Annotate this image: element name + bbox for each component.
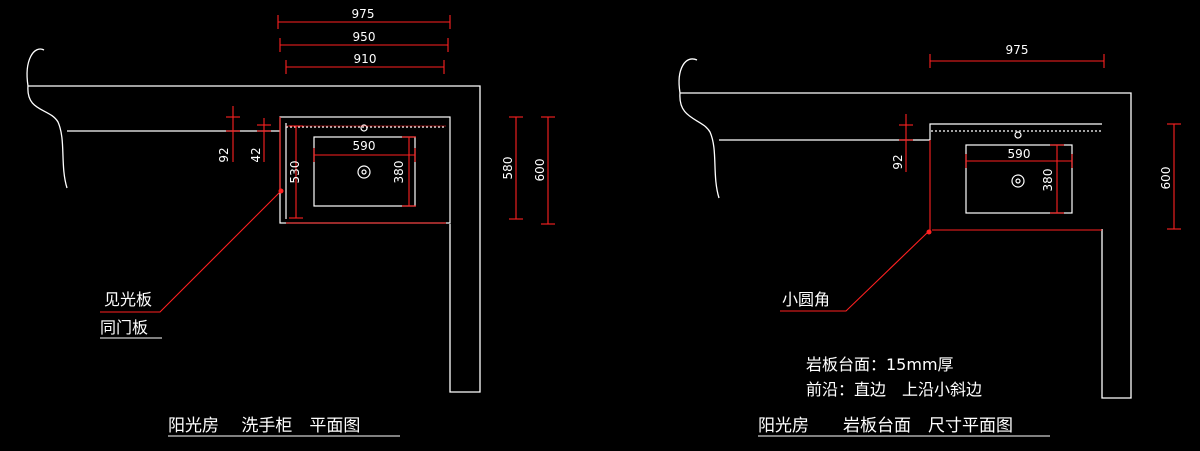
right-spec-line2: 前沿：直边 上沿小斜边 — [806, 380, 982, 399]
right-title: 阳光房 岩板台面 尺寸平面图 — [758, 416, 1013, 436]
right-dim-380: 380 — [1041, 169, 1055, 192]
right-dim-92: 92 — [891, 154, 905, 169]
left-wall-outline — [26, 48, 481, 393]
right-dim-600: 600 — [1159, 167, 1173, 190]
left-dim-590: 590 — [353, 139, 376, 153]
right-wall-outline — [678, 58, 1132, 399]
left-dim-910: 910 — [354, 52, 377, 66]
right-spec-line1: 岩板台面：15mm厚 — [806, 355, 954, 374]
left-basin — [313, 136, 416, 207]
left-note-line1: 见光板 — [104, 290, 152, 309]
left-title: 阳光房 洗手柜 平面图 — [168, 416, 360, 436]
right-plan: 975 92 590 380 600 小圆角 岩板台面：15mm厚 前沿：直边 … — [678, 43, 1181, 437]
right-dim-975: 975 — [1006, 43, 1029, 57]
right-dim-590: 590 — [1008, 147, 1031, 161]
left-note-line2: 同门板 — [100, 318, 148, 337]
left-dim-42: 42 — [249, 147, 263, 162]
right-basin — [965, 144, 1073, 214]
left-dim-975: 975 — [352, 7, 375, 21]
left-dim-950: 950 — [353, 30, 376, 44]
right-countertop — [929, 123, 1102, 214]
left-dimension-lines — [100, 15, 555, 313]
left-dim-92: 92 — [217, 147, 231, 162]
left-dim-600: 600 — [533, 159, 547, 182]
right-note: 小圆角 — [782, 290, 830, 309]
right-dimension-lines — [780, 54, 1181, 312]
left-dim-530: 530 — [288, 161, 302, 184]
left-leader-dot — [278, 188, 284, 194]
left-plan: 975 950 910 92 42 530 590 380 580 600 见光… — [26, 7, 555, 437]
left-cabinet — [279, 116, 451, 224]
right-leader-dot — [926, 229, 932, 235]
left-dim-380: 380 — [392, 161, 406, 184]
left-dim-580: 580 — [501, 157, 515, 180]
